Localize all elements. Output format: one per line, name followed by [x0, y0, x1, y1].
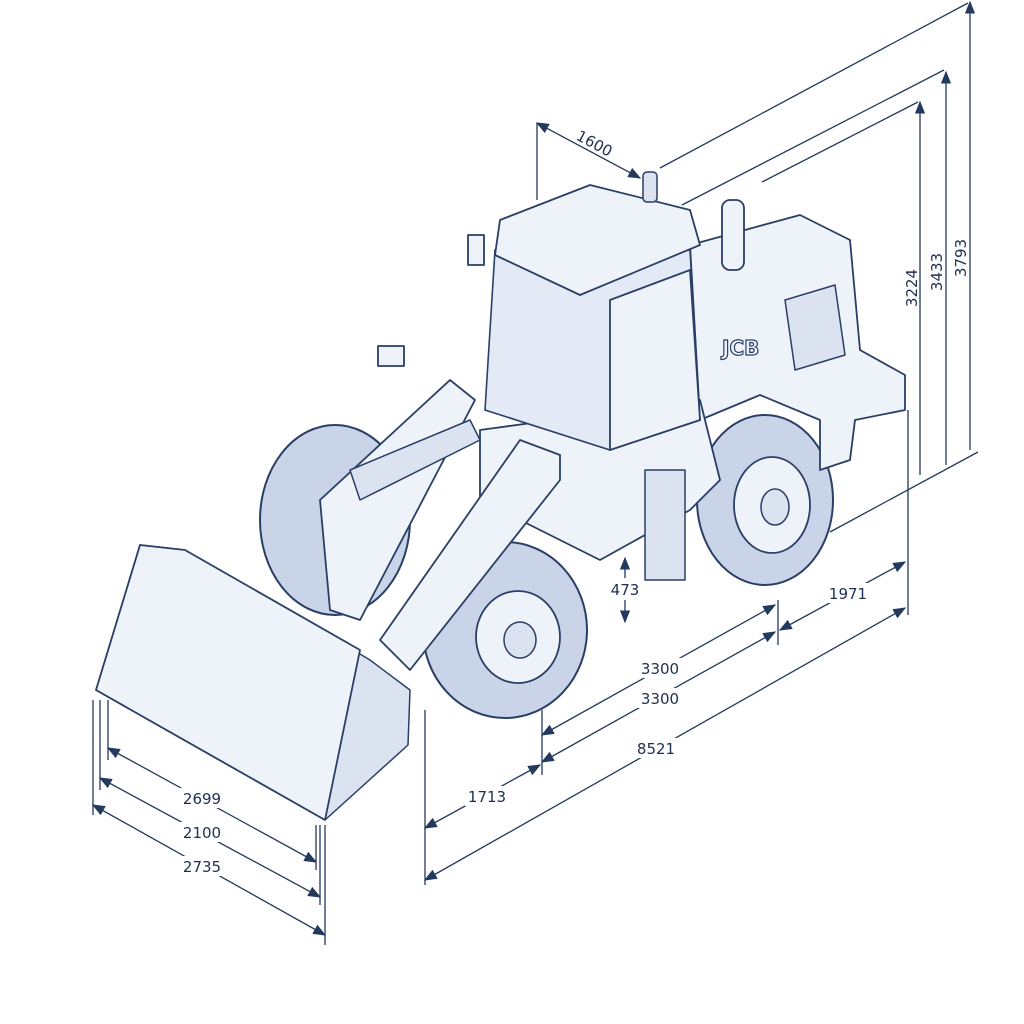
dim-height-beacon: 3793	[952, 239, 970, 277]
engine-grille	[784, 284, 846, 371]
brand-logo: JCB	[720, 336, 759, 360]
cab-roof	[494, 184, 701, 296]
dim-height-exhaust: 3433	[928, 253, 946, 291]
cab-door	[609, 269, 701, 451]
dim-wheelbase: 3300	[641, 660, 679, 678]
dim-rear-overhang: 1971	[829, 585, 867, 603]
dim-bucket-width: 2699	[183, 790, 221, 808]
dim-cab-width: 1600	[573, 127, 615, 161]
dim-front-overhang: 1713	[468, 788, 506, 806]
beacon-light	[642, 171, 658, 203]
dim-wheelbase-2: 3300	[641, 690, 679, 708]
dim-track-width: 2100	[183, 824, 221, 842]
dim-ground-clearance: 473	[611, 581, 640, 599]
dim-overall-width: 2735	[183, 858, 221, 876]
dim-height-cab: 3224	[903, 269, 921, 307]
rear-right-wheel	[696, 414, 834, 586]
exhaust-pipe	[721, 199, 745, 271]
mirror	[467, 234, 485, 266]
wheel-loader: JCB	[95, 171, 906, 821]
access-steps	[644, 469, 686, 581]
tilt-cylinder	[349, 419, 481, 501]
work-light	[377, 345, 405, 367]
dim-overall-length: 8521	[637, 740, 675, 758]
